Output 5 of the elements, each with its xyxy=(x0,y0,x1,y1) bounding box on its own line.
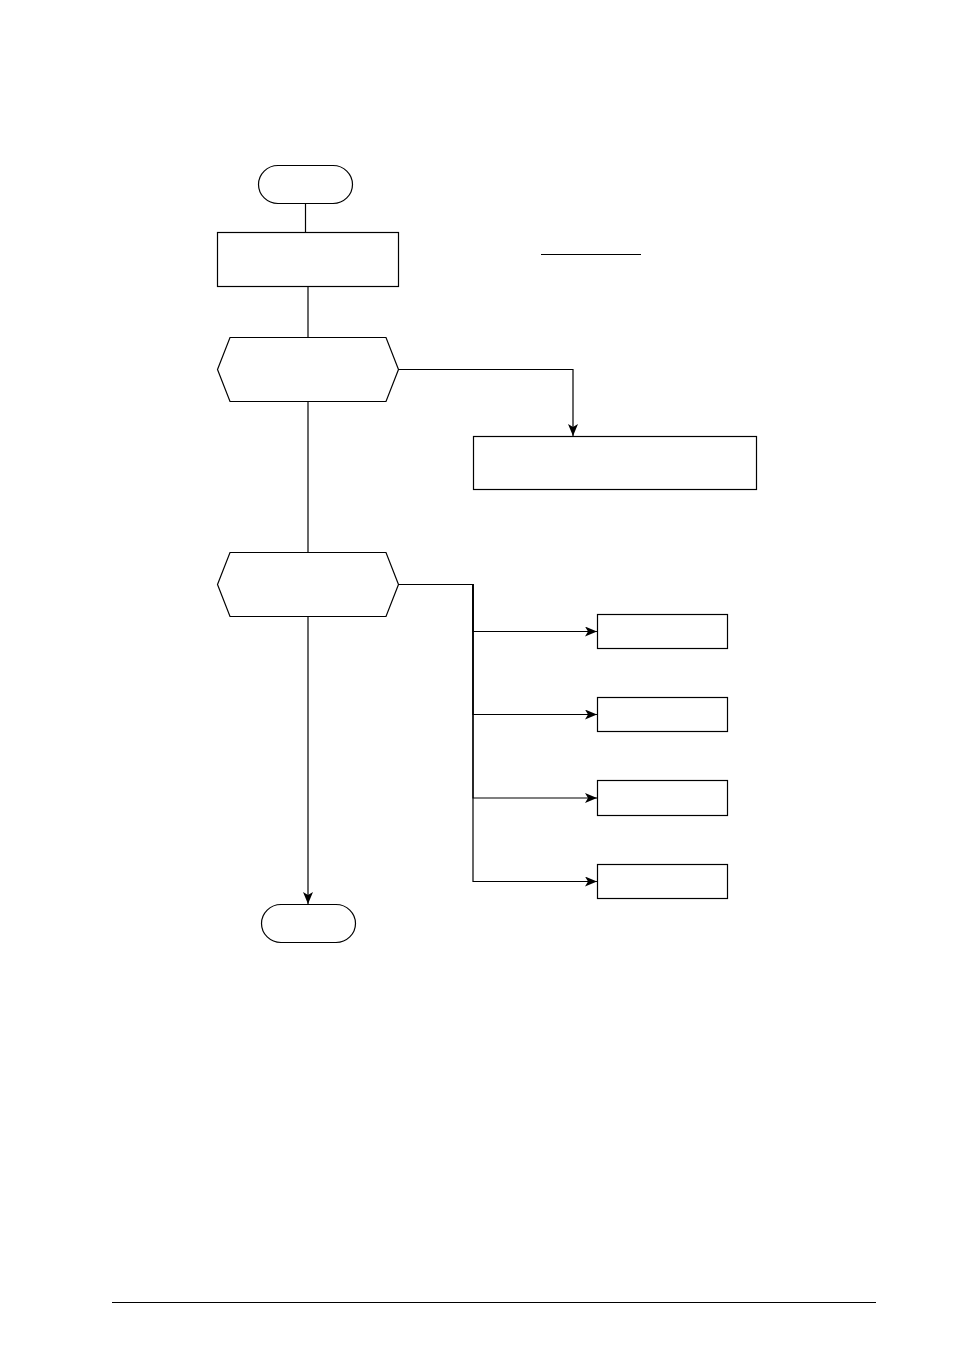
arrow xyxy=(398,368,578,437)
connector-line xyxy=(307,401,309,553)
connector-line xyxy=(304,203,307,233)
arrow xyxy=(303,616,313,905)
connector-line xyxy=(307,286,309,338)
